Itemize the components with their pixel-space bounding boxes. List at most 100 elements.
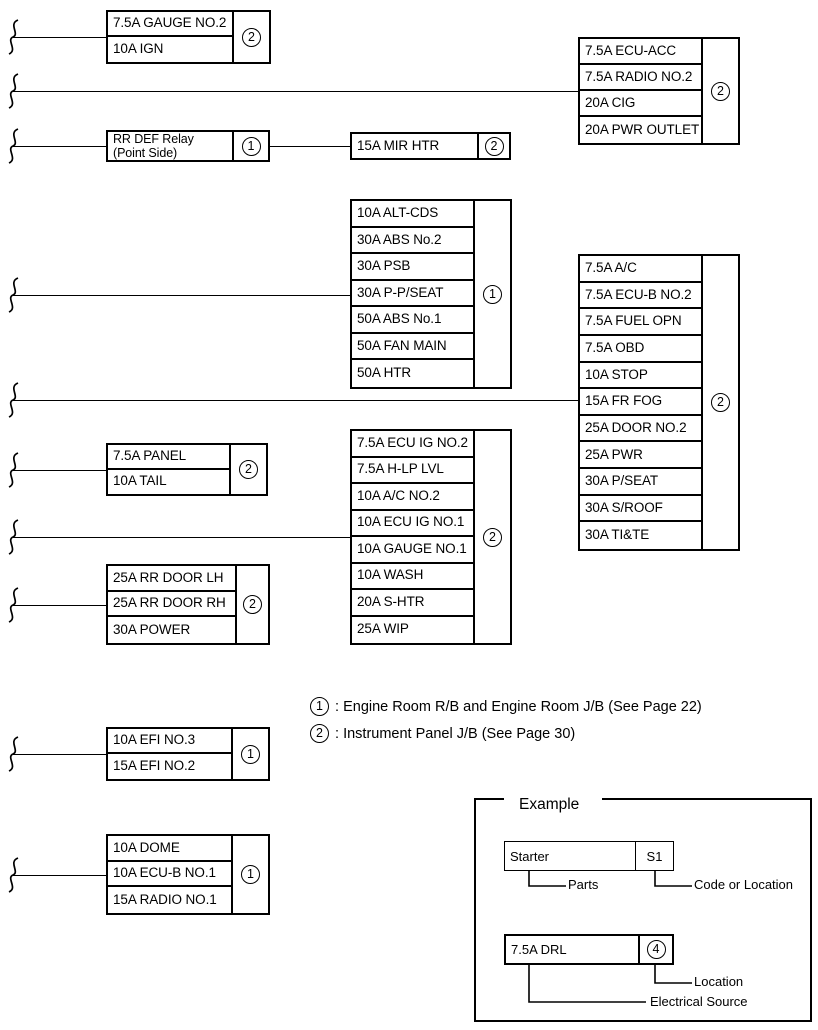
fuse-row[interactable]: 50A ABS No.1 [352, 307, 473, 334]
fuse-block-panel-tail[interactable]: 7.5A PANEL 10A TAIL 2 [106, 443, 268, 496]
fuse-row[interactable]: 10A ALT-CDS [352, 201, 473, 228]
wire-5 [12, 399, 580, 401]
fuse-block-dome[interactable]: 10A DOME 10A ECU-B NO.1 15A RADIO NO.1 1 [106, 834, 270, 915]
fuse-block-gauge-ign[interactable]: 7.5A GAUGE NO.2 10A IGN 2 [106, 10, 271, 64]
wire-1 [12, 36, 108, 38]
wire-10 [12, 874, 108, 876]
circled-number: 2 [242, 27, 261, 47]
wire-3 [12, 145, 108, 147]
fuse-row[interactable]: 7.5A ECU-ACC [580, 39, 701, 66]
fuse-block-efi[interactable]: 10A EFI NO.3 15A EFI NO.2 1 [106, 727, 270, 781]
fuse-row[interactable]: 30A PSB [352, 254, 473, 281]
fuse-row[interactable]: 25A WIP [357, 621, 409, 637]
circled-number: 1 [241, 744, 260, 764]
fuse-row[interactable]: 7.5A ECU IG NO.2 [352, 431, 473, 458]
fuse-block-ecu-acc[interactable]: 7.5A ECU-ACC 7.5A RADIO NO.2 20A CIG 20A… [578, 37, 740, 145]
example-fuse-box[interactable]: 7.5A DRL 4 [504, 934, 674, 965]
fuse-row[interactable]: 10A TAIL [113, 473, 167, 489]
fuse-row[interactable]: 10A EFI NO.3 [108, 729, 231, 755]
fuse-row[interactable]: 7.5A PANEL [108, 445, 229, 470]
fuse-block-ac-group[interactable]: 7.5A A/C 7.5A ECU-B NO.2 7.5A FUEL OPN 7… [578, 254, 740, 551]
fuse-row[interactable]: 30A ABS No.2 [352, 228, 473, 255]
location-cell: 2 [477, 134, 509, 158]
fuse-row[interactable]: 15A RADIO NO.1 [113, 891, 217, 907]
fuse-row[interactable]: 50A HTR [357, 365, 412, 381]
fuse-rows: 7.5A A/C 7.5A ECU-B NO.2 7.5A FUEL OPN 7… [580, 256, 701, 549]
fuse-rows: RR DEF Relay (Point Side) [108, 132, 232, 160]
example-parts-leader [528, 870, 566, 887]
fuse-row[interactable]: 15A EFI NO.2 [113, 758, 196, 774]
fuse-block-mir-htr[interactable]: 15A MIR HTR 2 [350, 132, 511, 160]
fuse-row[interactable]: 25A RR DOOR LH [108, 566, 235, 592]
fuse-row[interactable]: 30A P/SEAT [580, 469, 701, 496]
fuse-block-alt-cds[interactable]: 10A ALT-CDS 30A ABS No.2 30A PSB 30A P-P… [350, 199, 512, 389]
fuse-block-rr-door[interactable]: 25A RR DOOR LH 25A RR DOOR RH 30A POWER … [106, 564, 270, 645]
example-location-label: Location [694, 974, 744, 989]
fuse-row[interactable]: 7.5A GAUGE NO.2 [108, 12, 232, 38]
location-cell: 2 [473, 431, 510, 643]
example-border-bottom [474, 1020, 812, 1022]
fuse-rows: 7.5A ECU-ACC 7.5A RADIO NO.2 20A CIG 20A… [580, 39, 701, 143]
legend-item-1: 1 : Engine Room R/B and Engine Room J/B … [310, 697, 702, 716]
fuse-row[interactable]: 10A ECU IG NO.1 [352, 511, 473, 537]
fuse-block-rr-def-relay[interactable]: RR DEF Relay (Point Side) 1 [106, 130, 270, 162]
example-location-leader [654, 964, 692, 984]
fuse-row[interactable]: 20A S-HTR [352, 590, 473, 617]
circled-number: 2 [483, 527, 502, 547]
fuse-row[interactable]: 10A A/C NO.2 [352, 484, 473, 511]
location-cell: 1 [231, 729, 268, 779]
fuse-row[interactable]: 15A FR FOG [580, 389, 701, 416]
example-code-label: Code or Location [694, 877, 794, 892]
circled-number: 1 [241, 136, 261, 156]
fuse-row[interactable]: 50A FAN MAIN [352, 334, 473, 361]
location-cell: 2 [229, 445, 266, 494]
wire-7 [12, 536, 352, 538]
wire-3b [269, 145, 351, 147]
location-cell: 2 [235, 566, 268, 643]
example-panel: Example Starter S1 Parts Code or Locatio… [474, 796, 812, 1022]
fuse-row[interactable]: 7.5A ECU-B NO.2 [580, 283, 701, 310]
fuse-row[interactable]: 25A RR DOOR RH [108, 592, 235, 618]
fuse-row[interactable]: 10A ECU-B NO.1 [108, 862, 231, 888]
fuse-block-ecu-ig[interactable]: 7.5A ECU IG NO.2 7.5A H-LP LVL 10A A/C N… [350, 429, 512, 645]
fuse-row[interactable]: 10A GAUGE NO.1 [352, 537, 473, 564]
legend-item-2: 2 : Instrument Panel J/B (See Page 30) [310, 724, 575, 743]
example-fuse-name: 7.5A DRL [511, 942, 567, 957]
fuse-row[interactable]: 25A DOOR NO.2 [580, 416, 701, 443]
fuse-row[interactable]: 7.5A RADIO NO.2 [580, 65, 701, 92]
example-fuse-location: 4 [638, 936, 672, 963]
fuse-row[interactable]: RR DEF Relay (Point Side) [113, 132, 194, 160]
fuse-row[interactable]: 30A P-P/SEAT [352, 281, 473, 308]
fuse-row[interactable]: 10A STOP [580, 363, 701, 390]
wire-4 [12, 294, 352, 296]
fuse-row[interactable]: 30A S/ROOF [580, 496, 701, 523]
fuse-row[interactable]: 10A DOME [108, 836, 231, 862]
fuse-row[interactable]: 30A TI&TE [585, 527, 650, 543]
wire-6 [12, 469, 108, 471]
fuse-rows: 10A EFI NO.3 15A EFI NO.2 [108, 729, 231, 779]
fuse-row[interactable]: 30A POWER [113, 621, 191, 637]
fuse-row[interactable]: 7.5A H-LP LVL [352, 458, 473, 484]
circled-number: 1 [241, 865, 260, 884]
circled-number: 2 [484, 136, 504, 156]
example-border-top-right [602, 798, 812, 800]
example-border-left [474, 798, 476, 1022]
fuse-row[interactable]: 7.5A A/C [580, 256, 701, 283]
fuse-row[interactable]: 7.5A FUEL OPN [580, 309, 701, 336]
fuse-rows: 10A DOME 10A ECU-B NO.1 15A RADIO NO.1 [108, 836, 231, 913]
fuse-row[interactable]: 20A CIG [580, 91, 701, 118]
location-cell: 1 [232, 132, 268, 160]
fuse-row[interactable]: 15A MIR HTR [357, 137, 440, 153]
fuse-rows: 7.5A ECU IG NO.2 7.5A H-LP LVL 10A A/C N… [352, 431, 473, 643]
fuse-row[interactable]: 10A WASH [352, 564, 473, 590]
fuse-rows: 7.5A GAUGE NO.2 10A IGN [108, 12, 232, 62]
circled-number: 2 [711, 393, 730, 412]
example-parts-box[interactable]: Starter S1 [504, 841, 674, 871]
circled-number: 2 [239, 460, 258, 479]
fuse-row[interactable]: 7.5A OBD [580, 336, 701, 363]
fuse-row[interactable]: 20A PWR OUTLET [585, 121, 700, 137]
fuse-row[interactable]: 10A IGN [113, 41, 164, 57]
fuse-row[interactable]: 25A PWR [580, 442, 701, 470]
location-cell: 2 [232, 12, 269, 62]
